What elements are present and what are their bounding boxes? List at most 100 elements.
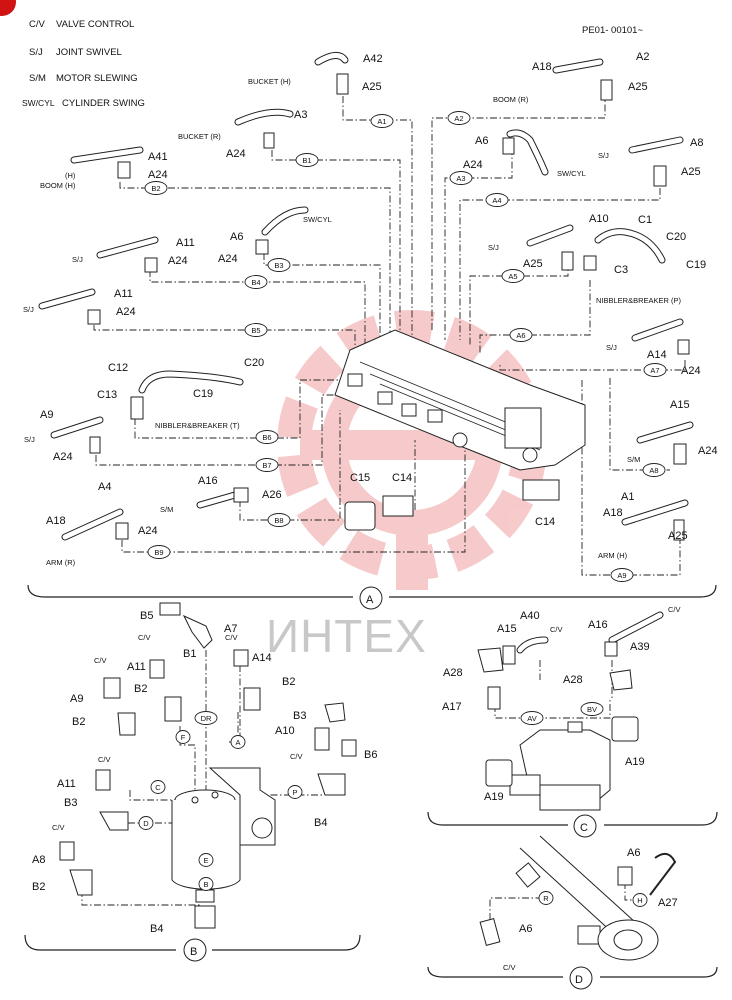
oval-tag-label: A5: [508, 272, 517, 281]
oval-tag-shape: [642, 463, 666, 477]
section-a-callout-a24: A24: [148, 169, 168, 181]
caption-sj-a: S/J: [606, 343, 617, 352]
oval-tag-shape: [287, 785, 303, 799]
section-c-callout-a15: A15: [497, 623, 517, 635]
section-a-callout-a10: A10: [589, 213, 609, 225]
oval-tag-b1: B1: [295, 153, 319, 167]
oval-tag-label: A3: [456, 174, 465, 183]
caption-sj-f: S/J: [23, 305, 34, 314]
section-b-callout-a8: A8: [32, 854, 45, 866]
section-d-callout-a6: A6: [519, 923, 532, 935]
serial-number: PE01- 00101~: [582, 25, 643, 36]
swing-cylinder-body: [515, 835, 659, 961]
legend-sm-desc: MOTOR SLEWING: [56, 73, 138, 84]
section-a-callout-c3: C3: [614, 264, 628, 276]
oval-tag-shape: [147, 545, 171, 559]
caption-arm-h: ARM (H): [598, 551, 628, 560]
oval-tag-a8: A8: [642, 463, 666, 477]
section-a-callout-a4: A4: [98, 481, 111, 493]
oval-tag-b: B: [198, 877, 214, 891]
oval-tag-b2: B2: [144, 181, 168, 195]
oval-tag-shape: [230, 735, 246, 749]
section-a-callout-a11: A11: [114, 288, 133, 300]
section-a-callout-a42: A42: [363, 53, 383, 65]
section-a-callout-a18: A18: [532, 61, 552, 73]
oval-tag-a: A: [230, 735, 246, 749]
oval-tag-label: B9: [154, 548, 163, 557]
oval-tag-label: A2: [454, 114, 463, 123]
caption-sj-d: S/J: [72, 255, 83, 264]
section-a-callout-a16: A16: [198, 475, 218, 487]
caption-boom-r: BOOM (R): [493, 95, 529, 104]
section-a-callout-c12: C12: [108, 362, 128, 374]
section-d-callout-a6: A6: [627, 847, 640, 859]
section-b-callout-b4: B4: [150, 923, 163, 935]
section-a-callout-c20: C20: [666, 231, 686, 243]
oval-tag-av: AV: [520, 711, 544, 725]
section-a-callout-a6: A6: [475, 135, 488, 147]
section-d: [427, 835, 718, 978]
section-a-callout-a24: A24: [168, 255, 188, 267]
section-a-callout-a25: A25: [362, 81, 382, 93]
oval-tag-label: A7: [650, 366, 659, 375]
oval-tag-label: P: [292, 788, 297, 797]
oval-tag-label: C: [155, 783, 161, 792]
oval-tag-shape: [194, 711, 218, 725]
caption-bucket-h: BUCKET (H): [248, 77, 291, 86]
legend-swcyl-key: SW/CYL: [22, 98, 55, 108]
oval-tag-label: B7: [262, 461, 271, 470]
oval-tag-shape: [632, 893, 648, 907]
oval-tag-label: B3: [274, 261, 283, 270]
section-c: [427, 611, 718, 826]
oval-tag-shape: [449, 171, 473, 185]
section-d-bracket: [427, 966, 718, 978]
cv-tag: C/V: [550, 625, 563, 634]
section-a-callout-a25: A25: [523, 258, 543, 270]
oval-tag-label: DR: [201, 714, 212, 723]
oval-tag-label: A4: [492, 196, 501, 205]
caption-sj-c: S/J: [24, 435, 35, 444]
watermark-text: ИНТЕХ: [266, 610, 427, 662]
section-a-callout-c19: C19: [193, 388, 213, 400]
cv-tag: C/V: [225, 633, 238, 642]
section-a-callout-a18: A18: [46, 515, 66, 527]
section-a-callout-a24: A24: [138, 525, 158, 537]
section-b-callout-b5: B5: [140, 610, 153, 622]
section-b-callout-a11: A11: [127, 661, 146, 673]
oval-tag-a6: A6: [509, 328, 533, 342]
oval-tag-label: B2: [151, 184, 160, 193]
section-d-label: D: [575, 974, 583, 986]
swivel-joint-body: [171, 767, 276, 929]
caption-boom-h: (H)BOOM (H): [40, 171, 76, 190]
section-c-bracket: [427, 811, 718, 826]
oval-tag-f: F: [175, 730, 191, 744]
section-a-callout-a24: A24: [226, 148, 246, 160]
oval-tag-shape: [255, 430, 279, 444]
section-a-callout-a15: A15: [670, 399, 690, 411]
oval-tag-b4: B4: [244, 275, 268, 289]
section-a-callout-a1: A1: [621, 491, 634, 503]
section-c-callout-a17: A17: [442, 701, 462, 713]
oval-tag-label: B1: [302, 156, 311, 165]
section-a-callout-a24: A24: [116, 306, 136, 318]
oval-tag-b5: B5: [244, 323, 268, 337]
fittings-d: [479, 852, 677, 947]
oval-tag-shape: [198, 877, 214, 891]
section-a-callout-c15: C15: [350, 472, 370, 484]
section-c-callout-a28: A28: [563, 674, 583, 686]
section-a-callout-c14: C14: [392, 472, 412, 484]
caption-sj-p: S/J: [488, 243, 499, 252]
oval-tag-b3: B3: [267, 258, 291, 272]
cv-tag: C/V: [52, 823, 65, 832]
oval-tag-label: F: [181, 733, 186, 742]
cv-tag: C/V: [290, 752, 303, 761]
section-labels: A B C D: [183, 586, 597, 990]
oval-tag-shape: [244, 323, 268, 337]
oval-tag-r: R: [538, 891, 554, 905]
section-a-callout-a24: A24: [218, 253, 238, 265]
section-a-callout-a6: A6: [230, 231, 243, 243]
oval-tag-b9: B9: [147, 545, 171, 559]
oval-tag-a7: A7: [643, 363, 667, 377]
section-b-callout-a10: A10: [275, 725, 295, 737]
